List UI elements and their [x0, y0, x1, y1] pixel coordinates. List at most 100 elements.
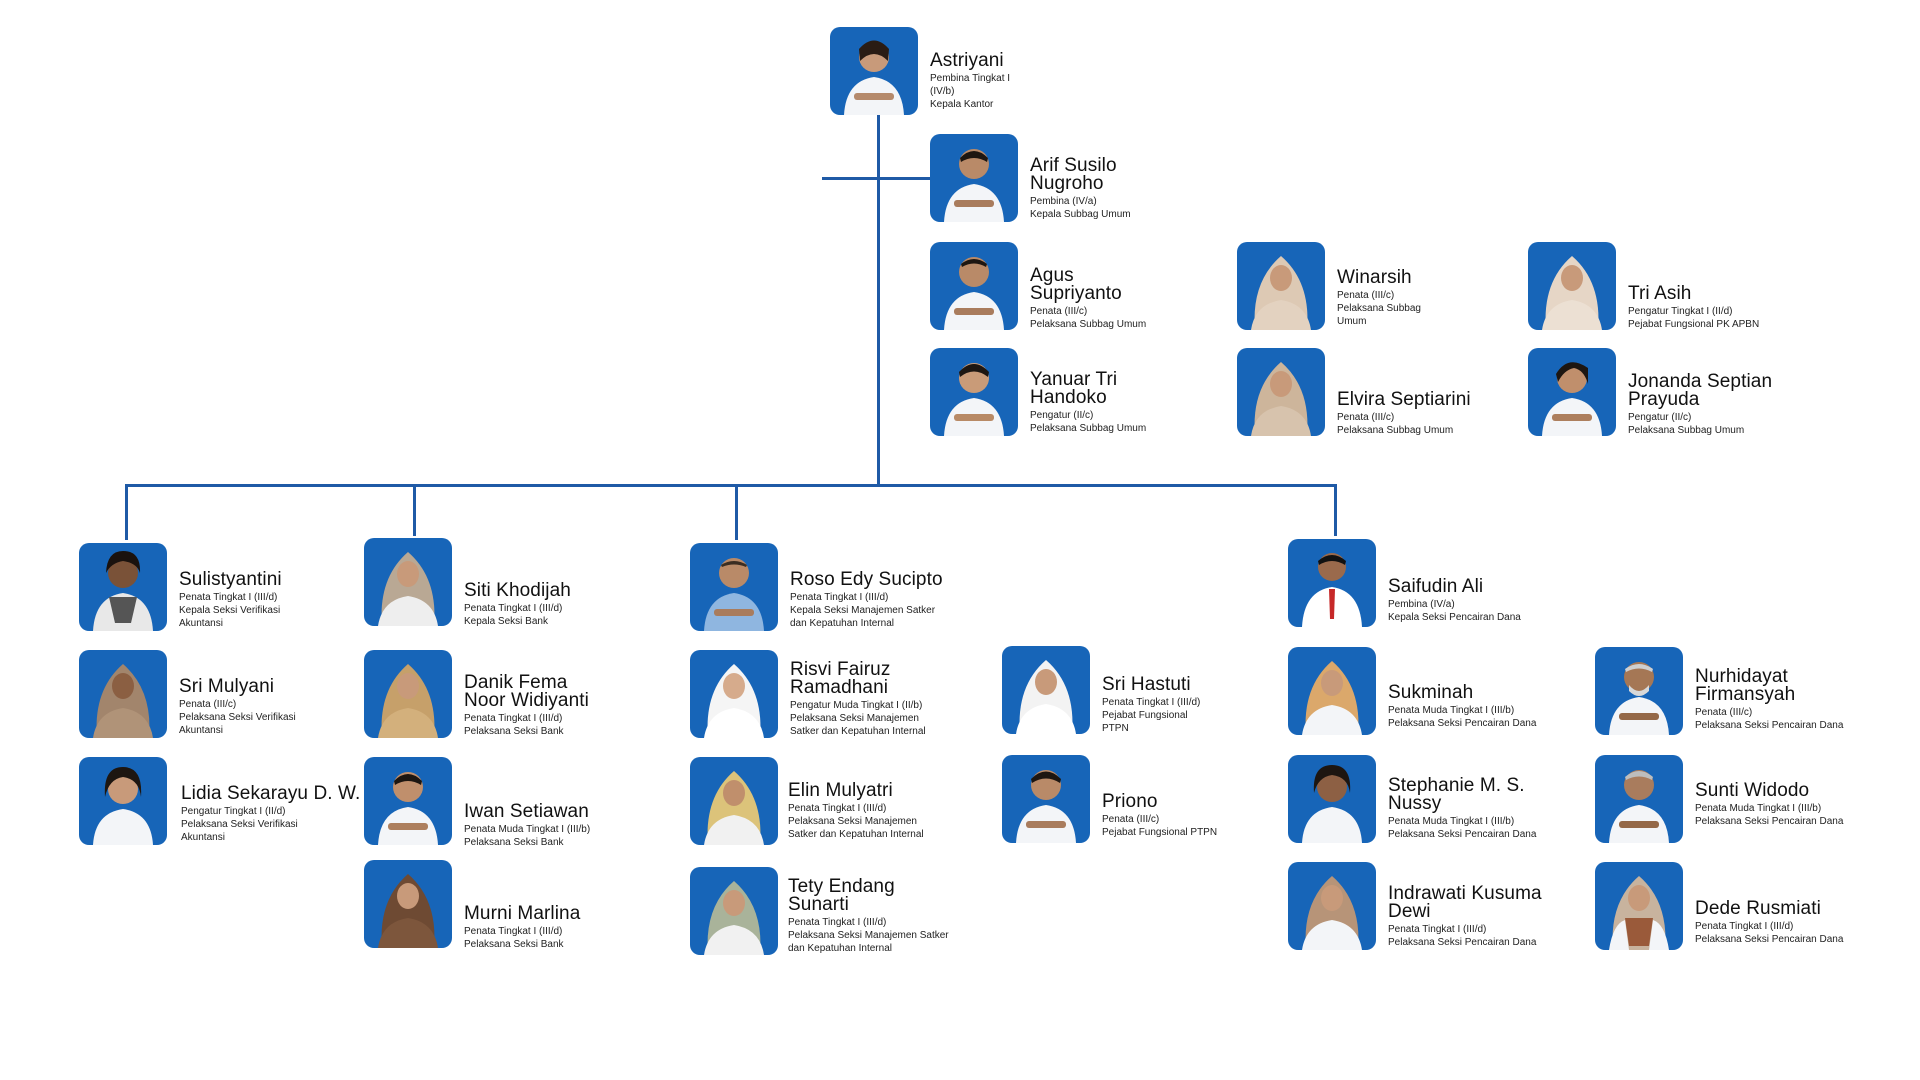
person-position: Pelaksana Seksi Pencairan Dana [1388, 718, 1537, 729]
person-photo [364, 860, 452, 948]
person-photo [1595, 862, 1683, 950]
person-rank: Penata Muda Tingkat I (III/b) [1388, 816, 1515, 827]
person-photo-icon [1016, 770, 1076, 843]
person-position: Kepala Seksi Bank [464, 616, 548, 627]
person-photo-icon [1542, 256, 1602, 330]
person-photo-icon [1016, 660, 1076, 734]
person-name: Risvi Fairuz Ramadhani [790, 659, 891, 698]
person-photo [79, 543, 167, 631]
person-photo [1288, 647, 1376, 735]
person-photo [1288, 862, 1376, 950]
person-rank: Pengatur Tingkat I (II/d) [1628, 306, 1733, 317]
person-photo-icon [704, 881, 764, 955]
person-photo-icon [944, 149, 1004, 222]
person-rank: Penata Tingkat I (III/d) [790, 592, 889, 603]
person-rank: Pengatur Muda Tingkat I (II/b) [790, 700, 923, 711]
person-position: Pelaksana Seksi Pencairan Dana [1388, 937, 1537, 948]
person-rank: Pembina Tingkat I (IV/b) [930, 73, 1011, 97]
connector-line [877, 114, 880, 486]
person-photo [930, 348, 1018, 436]
person-photo [79, 757, 167, 845]
person-photo [830, 27, 918, 115]
person-name: Saifudin Ali [1388, 576, 1484, 597]
person-position: Kepala Seksi Manajemen Satker dan Kepatu… [790, 605, 936, 629]
person-name: Iwan Setiawan [464, 801, 589, 822]
person-photo [1595, 755, 1683, 843]
person-rank: Penata Muda Tingkat I (III/b) [1695, 803, 1822, 814]
person-position: Pejabat Fungsional PTPN [1102, 710, 1188, 734]
person-rank: Penata Tingkat I (III/d) [464, 926, 563, 937]
person-photo-icon [378, 772, 438, 845]
person-rank: Penata (III/c) [1030, 306, 1088, 317]
person-photo-icon [378, 552, 438, 626]
person-rank: Penata Tingkat I (III/d) [464, 713, 563, 724]
person-name: Arif Susilo Nugroho [1030, 155, 1117, 194]
person-rank: Penata (III/c) [1102, 814, 1160, 825]
person-photo [364, 757, 452, 845]
person-position: Pelaksana Subbag Umum [1628, 425, 1745, 436]
person-photo-icon [93, 551, 153, 631]
person-photo-icon [1251, 362, 1311, 436]
person-photo-icon [1302, 765, 1362, 843]
person-name: Sulistyantini [179, 569, 282, 590]
person-rank: Penata Tingkat I (III/d) [1102, 697, 1201, 708]
person-name: Elin Mulyatri [788, 780, 893, 801]
person-name: Yanuar Tri Handoko [1030, 369, 1118, 408]
connector-line [1334, 484, 1337, 536]
person-position: Pelaksana Seksi Pencairan Dana [1695, 816, 1844, 827]
person-photo [930, 242, 1018, 330]
person-name: Winarsih [1337, 267, 1412, 288]
person-photo [690, 543, 778, 631]
person-photo-icon [1302, 876, 1362, 950]
person-position: Kepala Subbag Umum [1030, 209, 1131, 220]
connector-line [125, 484, 1337, 487]
person-position: Kepala Kantor [930, 99, 994, 110]
person-position: Pelaksana Seksi Pencairan Dana [1388, 829, 1537, 840]
person-photo-icon [704, 771, 764, 845]
person-position: Pelaksana Subbag Umum [1337, 303, 1421, 327]
connector-line [822, 177, 930, 180]
person-rank: Penata Tingkat I (III/d) [179, 592, 278, 603]
person-photo-icon [704, 664, 764, 738]
person-position: Pelaksana Seksi Verifikasi Akuntansi [179, 712, 296, 736]
person-name: Tri Asih [1628, 283, 1692, 304]
person-photo-icon [704, 558, 764, 631]
person-photo [1528, 242, 1616, 330]
person-rank: Penata (III/c) [1337, 290, 1395, 301]
person-photo-icon [93, 664, 153, 738]
person-position: Pelaksana Seksi Manajemen Satker dan Kep… [790, 713, 926, 737]
person-rank: Pembina (IV/a) [1388, 599, 1455, 610]
person-rank: Penata (III/c) [179, 699, 237, 710]
person-name: Sri Hastuti [1102, 674, 1191, 695]
person-photo-icon [1542, 362, 1602, 436]
person-name: Stephanie M. S. Nussy [1388, 775, 1525, 814]
person-photo-icon [944, 363, 1004, 436]
person-position: Pelaksana Seksi Manajemen Satker dan Kep… [788, 816, 924, 840]
person-name: Astriyani [930, 50, 1004, 71]
person-photo-icon [378, 874, 438, 948]
person-position: Kepala Seksi Verifikasi Akuntansi [179, 605, 281, 629]
person-position: Pelaksana Seksi Manajemen Satker dan Kep… [788, 930, 949, 954]
person-name: Lidia Sekarayu D. W. [181, 783, 361, 804]
person-position: Pelaksana Seksi Bank [464, 939, 564, 950]
person-photo-icon [1251, 256, 1311, 330]
person-rank: Penata Tingkat I (III/d) [788, 803, 887, 814]
person-photo-icon [93, 767, 153, 845]
person-name: Roso Edy Sucipto [790, 569, 943, 590]
person-name: Dede Rusmiati [1695, 898, 1821, 919]
person-position: Pelaksana Subbag Umum [1030, 423, 1147, 434]
person-photo-icon [1302, 553, 1362, 627]
person-photo [79, 650, 167, 738]
person-name: Elvira Septiarini [1337, 389, 1471, 410]
person-photo [1002, 755, 1090, 843]
person-name: Siti Khodijah [464, 580, 571, 601]
person-photo [364, 650, 452, 738]
person-rank: Penata Tingkat I (III/d) [464, 603, 563, 614]
person-name: Tety Endang Sunarti [788, 876, 895, 915]
person-name: Sukminah [1388, 682, 1474, 703]
person-photo [1528, 348, 1616, 436]
person-rank: Pengatur (II/c) [1030, 410, 1094, 421]
person-name: Danik Fema Noor Widiyanti [464, 672, 589, 711]
person-photo-icon [944, 257, 1004, 330]
